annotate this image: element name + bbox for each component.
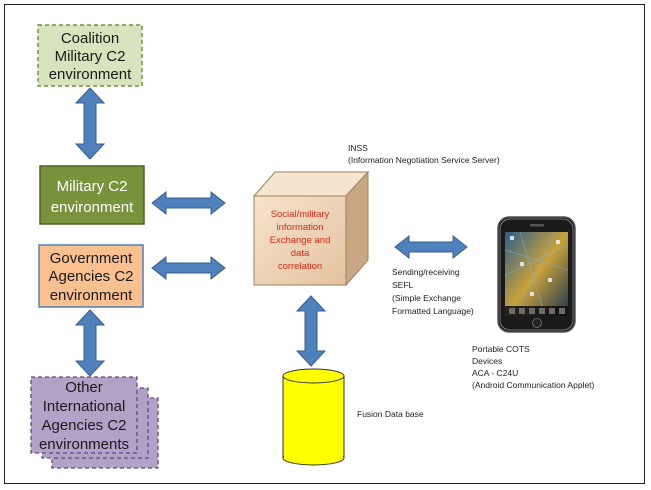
military-box: Military C2 environment	[39, 165, 145, 225]
coalition-label-3: environment	[49, 66, 132, 83]
sefl-line-3: (Simple Exchange	[392, 293, 461, 303]
arrow-government-international	[74, 309, 106, 377]
military-label-1: Military C2	[57, 178, 128, 195]
government-label-3: environment	[50, 287, 133, 304]
arrow-government-cube	[151, 255, 226, 281]
international-label-1: Other	[65, 379, 103, 396]
cube-label-2: information	[277, 222, 324, 233]
international-label-2: International	[43, 398, 126, 415]
devices-line-1: Portable COTS	[472, 344, 530, 354]
cube-front-face	[253, 195, 347, 286]
cube-label-4: data	[291, 248, 310, 259]
devices-line-2: Devices	[472, 356, 502, 366]
cube-label-5: correlation	[278, 261, 322, 272]
government-label-1: Government	[50, 250, 133, 267]
government-label-2: Agencies C2	[48, 268, 133, 285]
arrow-military-cube	[151, 190, 226, 216]
phone-screen-grid	[504, 231, 569, 317]
inss-cube: Social/military information Exchange and…	[252, 170, 370, 287]
inss-title: INSS	[348, 143, 368, 153]
government-box: Government Agencies C2 environment	[38, 244, 144, 308]
phone-screen	[505, 232, 568, 316]
sefl-line-2: SEFL	[392, 280, 414, 290]
phone-device-icon	[497, 216, 576, 333]
phone-home-button	[532, 318, 542, 328]
international-label-3: Agencies C2	[41, 417, 126, 434]
devices-line-3: ACA - C24U	[472, 368, 518, 378]
database-label: Fusion Data base	[357, 409, 424, 419]
arrow-cube-database	[295, 295, 327, 367]
international-box-stack: Other International Agencies C2 environm…	[30, 376, 159, 469]
military-label-2: environment	[51, 199, 134, 216]
devices-line-4: (Android Communication Applet)	[472, 380, 595, 390]
international-label-4: environments	[39, 436, 129, 453]
fusion-database-icon	[282, 368, 345, 466]
cube-label-3: Exchange and	[270, 235, 331, 246]
arrows	[74, 87, 468, 377]
cube-label-1: Social/military	[271, 209, 330, 220]
arrow-coalition-military	[74, 87, 106, 160]
arrow-cube-device	[394, 234, 468, 260]
inss-subtitle: (Information Negotiation Service Server)	[348, 155, 500, 165]
coalition-label-2: Military C2	[55, 48, 126, 65]
sefl-line-1: Sending/receiving	[392, 267, 460, 277]
coalition-box: Coalition Military C2 environment	[37, 24, 143, 87]
international-box-front	[30, 376, 138, 454]
sefl-line-4: Formatted Language)	[392, 306, 474, 316]
coalition-label-1: Coalition	[61, 30, 119, 47]
